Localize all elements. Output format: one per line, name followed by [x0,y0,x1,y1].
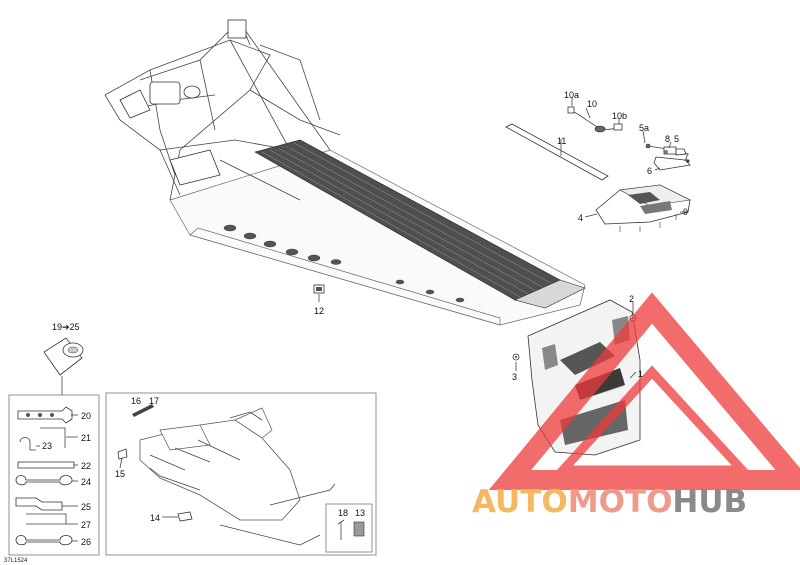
callout-2: 2 [629,294,634,304]
callout-25: 25 [81,502,91,512]
part-11-strip [505,123,609,181]
callout-12: 12 [314,306,324,316]
callout-11: 11 [557,136,566,146]
callout-19-25: 19➔25 [52,322,80,332]
callout-27: 27 [81,520,91,530]
part-15-label [117,448,128,460]
callout-15: 15 [115,469,125,479]
part-12-plug [313,284,325,294]
callout-9: 9 [683,207,688,217]
callout-18: 18 [338,508,348,518]
callout-13: 13 [355,508,365,518]
parts-5-8 [645,143,691,171]
callout-14: 14 [150,513,160,523]
callout-3: 3 [512,372,517,382]
watermark-logo [488,292,800,490]
callout-labels: 12 11 10a 10 10b 5a 8 5 7 6 4 9 2 3 1 19… [4,90,689,564]
drawing-ref: 37L1524 [4,558,28,564]
callout-26: 26 [81,537,91,547]
callout-5a: 5a [639,123,649,133]
part-10-harness [567,106,623,133]
part-3-washer [512,353,520,361]
callout-23: 23 [42,441,52,451]
callout-10: 10 [587,99,597,109]
part-14-decal [177,511,193,522]
watermark-text: AUTOMOTOHUB [472,484,747,520]
tool-kit-box [8,394,100,556]
tool-bag [43,337,84,395]
callout-6: 6 [647,166,652,176]
callout-22: 22 [81,461,91,471]
leader-lines [36,97,688,542]
parts-13-18-box [325,503,373,553]
tool-kit-contents [15,406,75,546]
callout-21: 21 [81,433,91,443]
frame-tunnel-assembly [104,19,586,326]
callout-10a: 10a [564,90,579,100]
callout-16: 16 [131,396,141,406]
parts-13-18 [337,519,365,540]
callout-7: 7 [684,152,689,162]
callout-20: 20 [81,411,91,421]
callout-4: 4 [578,213,583,223]
callout-8: 8 [665,134,670,144]
callout-17: 17 [149,396,159,406]
snowmobile-overview [139,407,336,546]
callout-1: 1 [638,369,643,379]
part-4-housing [595,184,691,232]
callout-24: 24 [81,477,91,487]
vehicle-box [105,392,377,556]
callout-5: 5 [674,134,679,144]
callout-10b: 10b [612,111,627,121]
